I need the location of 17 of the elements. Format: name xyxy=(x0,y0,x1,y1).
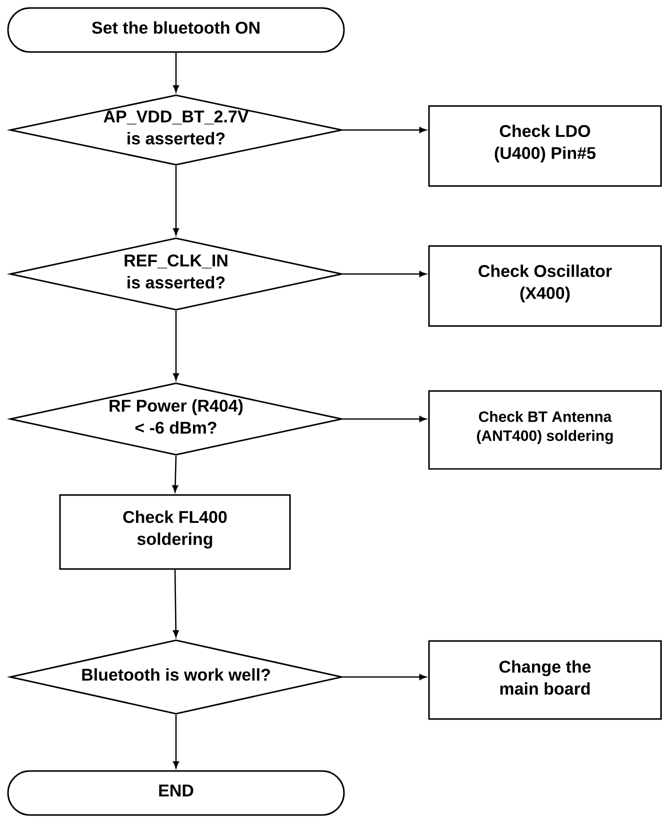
arrow xyxy=(173,52,179,92)
process-box: Check Oscillator (X400) xyxy=(428,245,662,327)
arrow xyxy=(173,714,179,768)
arrow xyxy=(173,310,179,380)
arrow xyxy=(342,674,426,680)
terminal-box: Set the bluetooth ON xyxy=(7,7,345,53)
terminal-box: END xyxy=(7,770,345,816)
process-box: Check BT Antenna (ANT400) soldering xyxy=(428,390,662,470)
arrow xyxy=(342,271,426,277)
process-box: Change the main board xyxy=(428,640,662,720)
arrow xyxy=(173,166,179,236)
arrow xyxy=(172,570,179,638)
arrow xyxy=(172,456,178,492)
arrow xyxy=(342,127,426,133)
process-box: Check FL400 soldering xyxy=(59,494,291,570)
process-box: Check LDO (U400) Pin#5 xyxy=(428,105,662,187)
arrow xyxy=(342,416,426,422)
